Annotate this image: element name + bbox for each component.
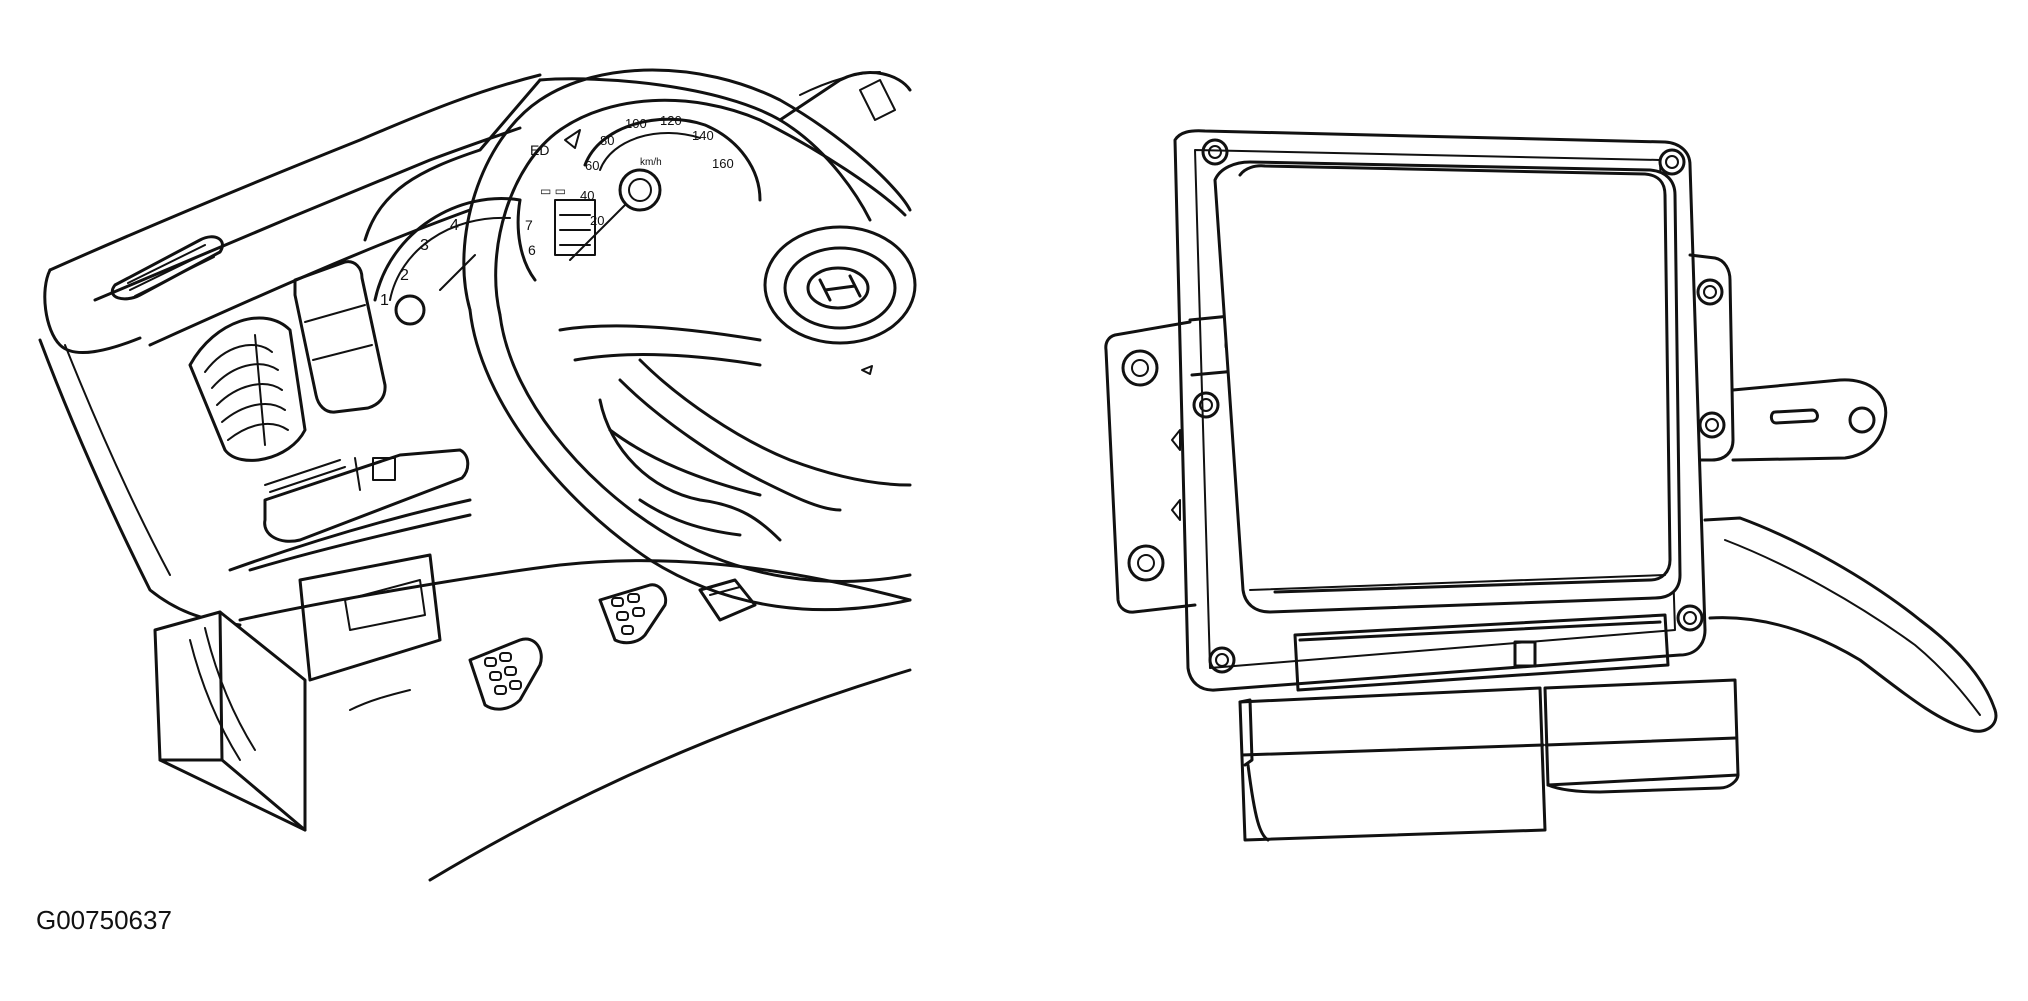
svg-text:120: 120 [660,113,682,128]
mounting-bolts [1192,138,1726,674]
svg-text:7: 7 [525,217,533,233]
ecu-harness-arm [1703,516,1998,733]
brake-pedal [468,637,543,711]
lower-dash-curve [238,559,912,622]
switch-panel [293,260,387,414]
dashboard-left-edge [38,338,242,627]
dashboard-illustration: 2 3 4 1 7 6 80 100 120 140 160 60 40 [38,68,917,882]
svg-text:2: 2 [400,267,409,284]
ecu-side-tab [1171,429,1181,451]
svg-text:40: 40 [580,188,594,203]
cluster-hood [363,78,542,242]
speedometer-gauge: 80 100 120 140 160 60 40 20 km/h [569,113,762,261]
dashboard-mid-band-bottom [228,498,472,572]
ecu-connector-plug-right [1543,678,1740,794]
ecu-mounting-plate [1173,129,1707,692]
svg-text:100: 100 [625,116,647,131]
ecu-housing [1213,160,1682,614]
indicator-lights: ED ▭ ▭ [530,129,581,198]
lower-switch-row [263,448,470,543]
defroster-vent [111,235,224,301]
floor-line-inner [349,689,411,711]
svg-text:km/h: km/h [640,157,662,168]
dashboard-left-panel [64,344,171,576]
ecu-connector-shroud [1293,613,1670,692]
svg-text:4: 4 [450,217,459,234]
dashboard-upper-right-detail [859,79,896,121]
dashboard-left-bulge [43,268,142,354]
ecu-module-illustration [1104,129,1998,842]
figure-code-label: G00750637 [36,905,172,935]
tachometer-gauge: 2 3 4 1 [373,197,522,326]
svg-text:1: 1 [380,292,389,309]
svg-text:80: 80 [600,133,614,148]
dashboard-mid-band-top [148,208,472,347]
dashboard-upper-right-line [799,71,881,96]
svg-text:▭ ▭: ▭ ▭ [540,184,566,198]
fuel-temp-gauges: 7 6 [516,198,596,282]
knee-panel-top [248,513,472,572]
side-air-vent [188,316,307,462]
floor-line [428,668,912,882]
svg-text:140: 140 [692,128,714,143]
steering-column [608,428,762,537]
svg-text:6: 6 [528,242,536,258]
dashboard-top-edge [48,73,542,272]
ecu-location-box [153,610,307,832]
ecu-side-tab-2 [1171,499,1181,521]
svg-text:3: 3 [420,237,429,254]
cluster-hood-right [538,77,872,222]
accelerator-pedal [698,578,757,622]
ecu-harness-arm-edge [1724,539,1981,716]
knee-panel-slot [344,579,426,631]
clutch-pedal [598,583,668,645]
svg-text:160: 160 [712,156,734,171]
svg-text:60: 60 [585,158,599,173]
svg-text:20: 20 [590,213,604,228]
knee-panel-box [298,553,442,682]
ecu-right-bracket [1688,253,1888,462]
ecu-connector-plug-left [1238,686,1547,842]
ecu-mounting-plate-inner [1194,149,1676,669]
dashboard-top-inner [93,126,522,302]
ecu-housing-lip [1249,574,1666,591]
